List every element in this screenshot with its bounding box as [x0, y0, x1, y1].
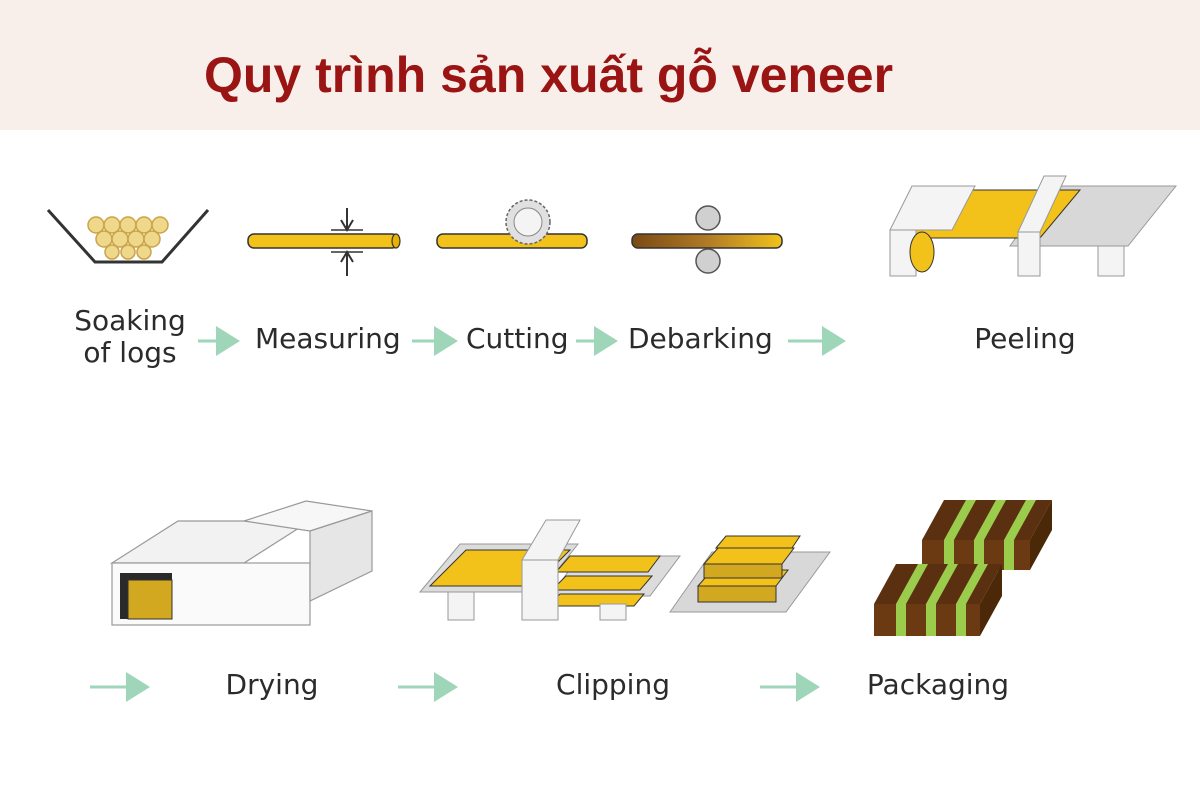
step-label-peeling: Peeling	[974, 322, 1075, 355]
drying-tunnel-icon	[109, 500, 373, 626]
step-label-soaking-line1: Soaking	[74, 304, 186, 337]
step-label-cutting: Cutting	[466, 322, 569, 355]
step-label-drying: Drying	[226, 668, 319, 701]
clipping-machine-icon	[418, 519, 831, 621]
saw-blade-icon	[436, 199, 588, 249]
debarking-rollers-icon	[631, 205, 783, 274]
step-label-soaking-line2: of logs	[83, 336, 176, 369]
step-label-debarking: Debarking	[628, 322, 773, 355]
page-title: Quy trình sản xuất gỗ veneer	[204, 47, 894, 103]
soaking-tank-icon	[46, 208, 210, 264]
step-label-measuring: Measuring	[255, 322, 401, 355]
title-banner: Quy trình sản xuất gỗ veneer	[0, 0, 1200, 130]
step-label-packaging: Packaging	[867, 668, 1009, 701]
measuring-log-icon	[247, 208, 401, 276]
peeling-machine-icon	[889, 175, 1178, 277]
step-label-clipping: Clipping	[556, 668, 670, 701]
veneer-stacks-icon	[874, 500, 1052, 636]
